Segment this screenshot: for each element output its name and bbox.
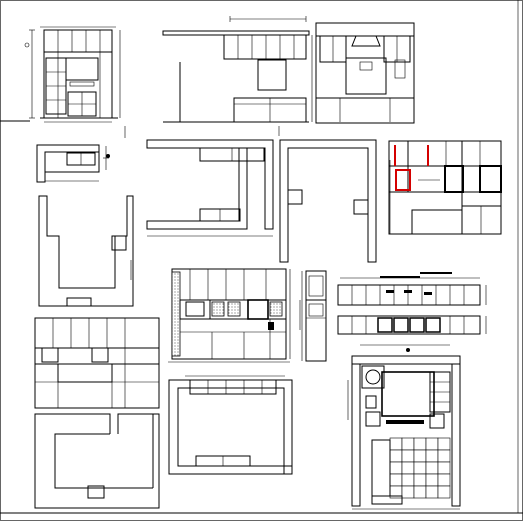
elevation-view-tall-pantry (24, 26, 121, 123)
plan-view-island-tiles (347, 355, 461, 510)
plan-view-bottom-left (34, 413, 160, 509)
dimension-marks (124, 126, 480, 330)
elevation-view-hood-wall-a (162, 16, 313, 123)
plan-view-narrow-u (279, 139, 377, 263)
elevation-view-lower-left (34, 317, 160, 409)
highlight-mark-c (395, 169, 411, 191)
elevation-view-section (168, 268, 291, 363)
elevation-view-hood-wall-b (315, 22, 415, 124)
elevation-view-red-highlights (388, 140, 502, 235)
elevation-view-strips (337, 272, 487, 352)
plan-view-u-bottom (168, 375, 293, 475)
plan-view-small-l (36, 144, 110, 183)
plan-view-wide-u (146, 139, 274, 237)
elevation-view-side (301, 270, 327, 362)
plan-view-tall-u (38, 195, 134, 307)
floor-tile-grid (389, 437, 451, 499)
